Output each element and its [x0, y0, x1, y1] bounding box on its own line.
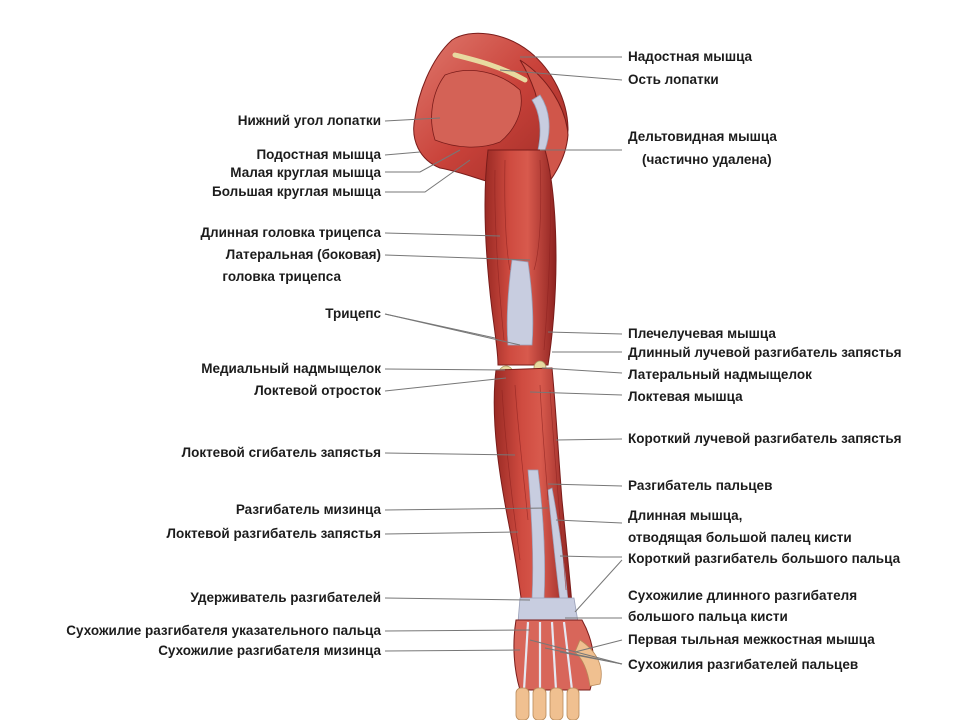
label-spine-of-scapula: Ость лопатки: [628, 72, 719, 87]
label-olecranon: Локтевой отросток: [254, 383, 381, 398]
label-extensor-tendons: Сухожилия разгибателей пальцев: [628, 657, 859, 672]
label-deltoid-2: (частично удалена): [642, 152, 772, 167]
infraspinatus-shape: [431, 70, 522, 148]
hand-tendons: [522, 621, 574, 691]
label-epl-1: Сухожилие длинного разгибателя: [628, 588, 858, 603]
thumb-shape: [574, 639, 602, 687]
label-extensor-digiti-minimi-tendon: Сухожилие разгибателя мизинца: [158, 643, 381, 658]
finger-shapes: [515, 687, 580, 720]
upper-arm-shape: [484, 149, 557, 366]
label-infraspinatus: Подостная мышца: [256, 147, 381, 162]
label-brachioradialis: Плечелучевая мышца: [628, 326, 776, 341]
label-triceps-long-head: Длинная головка трицепса: [200, 225, 381, 240]
label-flexor-carpi-ulnaris: Локтевой сгибатель запястья: [181, 445, 381, 460]
triceps-tendon-shape: [506, 259, 534, 346]
leader-lines: [384, 56, 623, 665]
label-epl-2: большого пальца кисти: [628, 609, 788, 624]
label-extensor-digitorum: Разгибатель пальцев: [628, 478, 773, 493]
label-teres-major: Большая круглая мышца: [212, 184, 381, 199]
label-extensor-digiti-minimi: Разгибатель мизинца: [235, 502, 381, 517]
label-extensor-carpi-ulnaris: Локтевой разгибатель запястья: [166, 526, 381, 541]
label-apl-1: Длинная мышца,: [628, 508, 743, 523]
label-medial-epicondyle: Медиальный надмыщелок: [201, 361, 381, 376]
label-lateral-epicondyle: Латеральный надмыщелок: [628, 367, 812, 382]
arm-shape: [413, 32, 602, 720]
label-apl-2: отводящая большой палец кисти: [628, 530, 852, 545]
label-ecrb: Короткий лучевой разгибатель запястья: [628, 431, 902, 446]
label-supraspinatus: Надостная мышца: [628, 49, 753, 64]
label-triceps-lateral-head-2-text: головка трицепса: [222, 269, 341, 284]
label-triceps-lateral-head-1: Латеральная (боковая): [225, 247, 381, 262]
label-first-dorsal-interosseous: Первая тыльная межкостная мышца: [628, 632, 875, 647]
spine-of-scapula-shape: [452, 52, 528, 83]
label-anconeus: Локтевая мышца: [628, 389, 743, 404]
label-triceps: Трицепс: [325, 306, 381, 321]
label-triceps-lateral-head-2: головка трицепса: [222, 268, 381, 285]
label-extensor-indicis-tendon: Сухожилие разгибателя указательного паль…: [66, 623, 381, 638]
label-extensor-retinaculum: Удерживатель разгибателей: [190, 590, 381, 605]
label-epb: Короткий разгибатель большого пальца: [628, 551, 901, 566]
forearm-fibers: [501, 384, 567, 591]
label-deltoid-1: Дельтовидная мышца: [628, 129, 777, 144]
upper-arm-fibers: [494, 159, 551, 351]
label-ecrl: Длинный лучевой разгибатель запястья: [628, 345, 902, 360]
label-teres-minor: Малая круглая мышца: [230, 165, 381, 180]
label-inferior-angle-scapula: Нижний угол лопатки: [237, 113, 381, 128]
forearm-tendons: [527, 469, 569, 601]
